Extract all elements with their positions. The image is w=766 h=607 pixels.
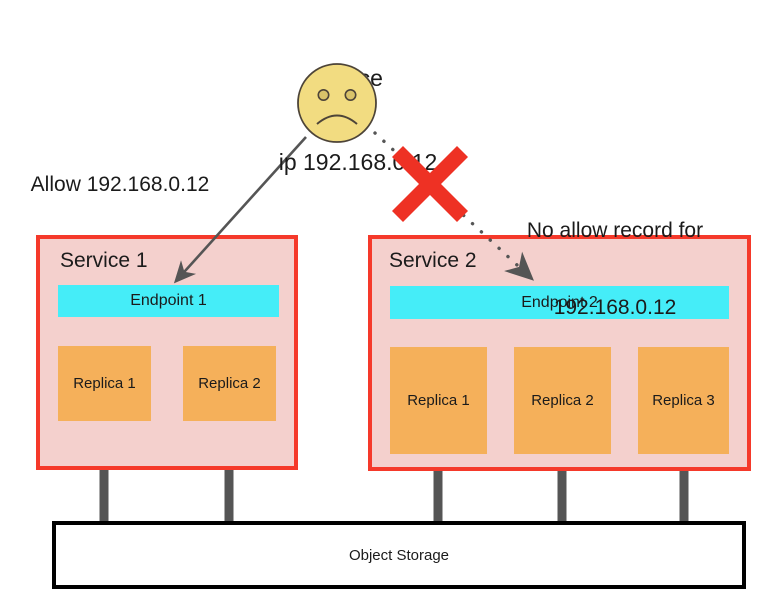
deny-annotation-line-1: No allow record for	[526, 219, 704, 243]
service-2-replica-3: Replica 3	[638, 347, 729, 454]
service-1-title: Service 1	[60, 249, 148, 272]
sad-face-icon	[297, 63, 377, 143]
service-2-replica-1: Replica 1	[390, 347, 487, 454]
service-2-title: Service 2	[389, 249, 477, 272]
allow-annotation: Allow 192.168.0.12	[30, 173, 210, 196]
red-x-icon	[392, 146, 468, 222]
allowed-access-arrow	[173, 136, 307, 284]
deny-annotation-line-2: 192.168.0.12	[553, 296, 677, 320]
service-1-replica-2: Replica 2	[183, 346, 276, 421]
service-1-replica-1: Replica 1	[58, 346, 151, 421]
endpoint-1-node: Endpoint 1	[58, 285, 279, 317]
deny-annotation: No allow record for 192.168.0.12	[495, 167, 735, 372]
endpoint-2-node: Endpoint 2	[390, 286, 729, 319]
service-2-replica-2: Replica 2	[514, 347, 611, 454]
object-storage-node: Object Storage	[52, 521, 746, 589]
